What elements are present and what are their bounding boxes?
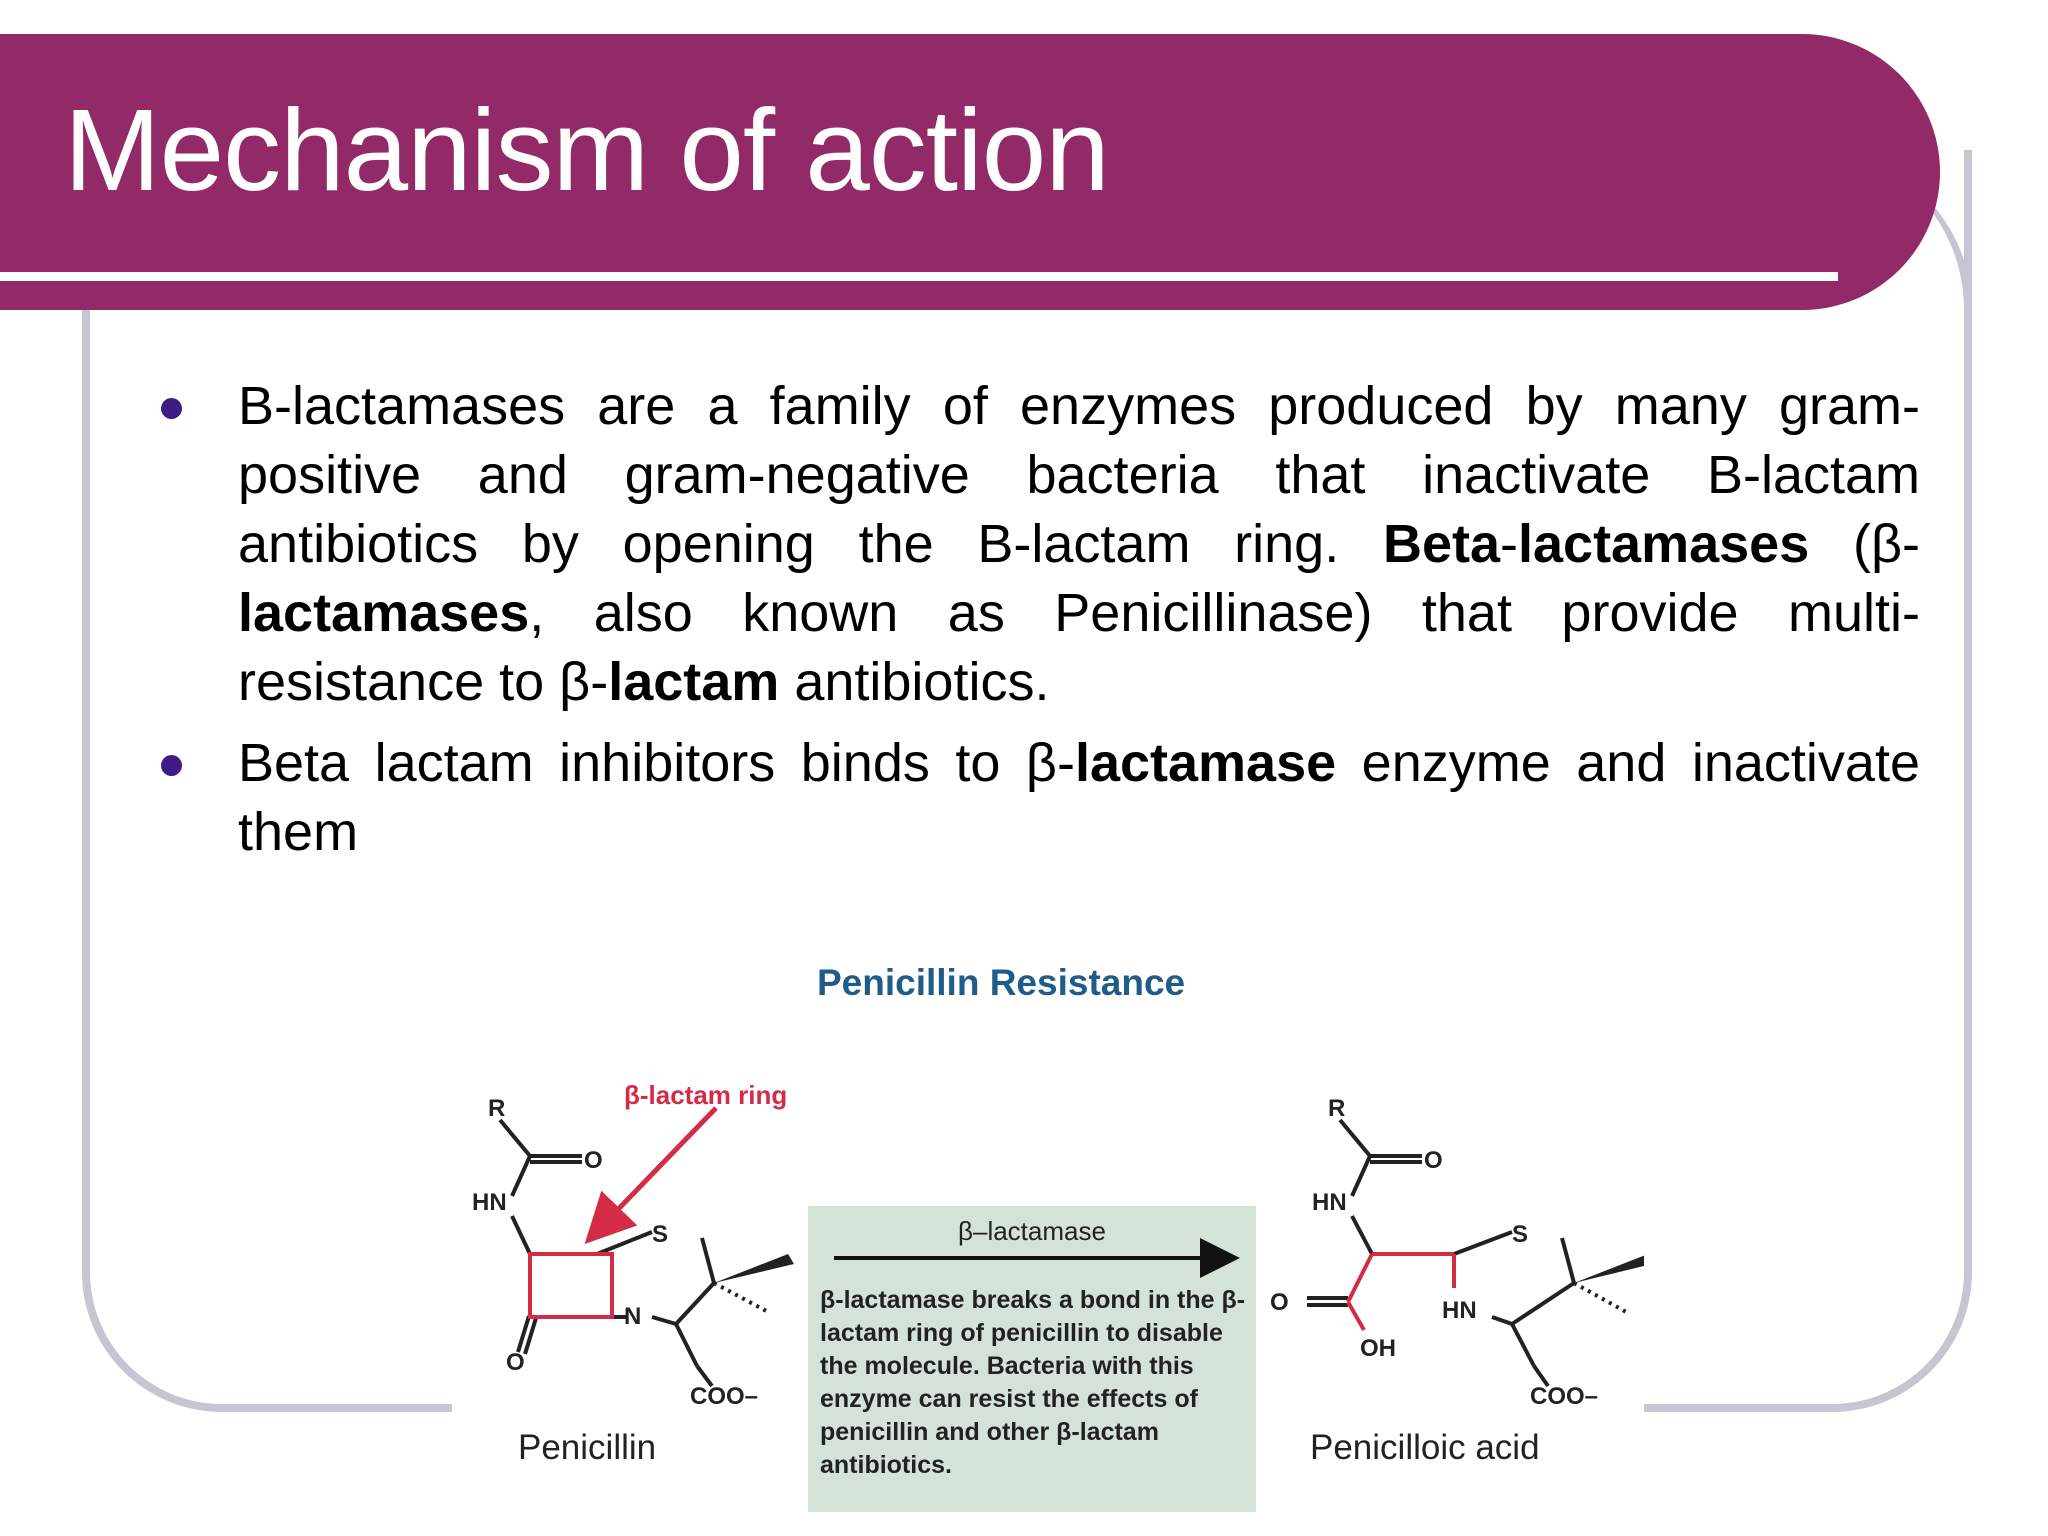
penicillin-resistance-figure: Penicillin Resistance [452,920,1644,1520]
atom-label: R [488,1095,505,1122]
atom-label: HN [1442,1297,1477,1324]
figure-title: Penicillin Resistance [817,962,1186,1003]
atom-label: S [1512,1221,1528,1248]
title-underline [0,272,1838,281]
bullet-list: B-lactamases are a family of enzymes pro… [150,372,1920,879]
atom-label: HN [1312,1189,1347,1216]
atom-label: HN [472,1189,507,1216]
beta-lactam-ring [528,1252,614,1319]
enzyme-label: β–lactamase [958,1216,1106,1246]
atom-label: COO– [690,1383,758,1410]
atom-label: O [1270,1289,1289,1316]
bullet-dot-icon [161,755,182,776]
bullet-text: Beta lactam inhibitors binds to β-lactam… [238,733,1920,862]
penicilloic-acid-label: Penicilloic acid [1310,1428,1540,1467]
molecule-diagram: R O HN S N O COO– β-lactam ring [472,1080,1644,1410]
bullet-item: Beta lactam inhibitors binds to β-lactam… [150,729,1920,867]
beta-lactam-ring-label: β-lactam ring [624,1080,787,1110]
reaction-arrow-icon [834,1238,1240,1278]
bullet-dot-icon [161,398,182,419]
opened-ring-bonds [1346,1252,1456,1331]
title-bar [0,34,1940,310]
slide-title: Mechanism of action [64,85,1110,215]
atom-label: O [506,1349,525,1376]
atom-label: S [652,1221,668,1248]
penicillin-structure [498,1118,794,1388]
atom-label: COO– [1530,1383,1598,1410]
bullet-item: B-lactamases are a family of enzymes pro… [150,372,1920,717]
atom-label: O [1424,1147,1443,1174]
atom-label: N [624,1303,641,1330]
mechanism-description: β-lactamase breaks a bond in the β-lacta… [820,1286,1246,1479]
penicilloic-acid-structure [1307,1118,1644,1388]
mechanism-box: β–lactamase β-lactamase breaks a bond in… [808,1206,1256,1512]
ring-pointer-arrow [584,1106,718,1244]
atom-label: R [1328,1095,1345,1122]
atom-label: O [584,1147,603,1174]
penicillin-label: Penicillin [518,1428,657,1467]
atom-label: OH [1360,1335,1396,1362]
bullet-text: B-lactamases are a family of enzymes pro… [238,376,1921,712]
